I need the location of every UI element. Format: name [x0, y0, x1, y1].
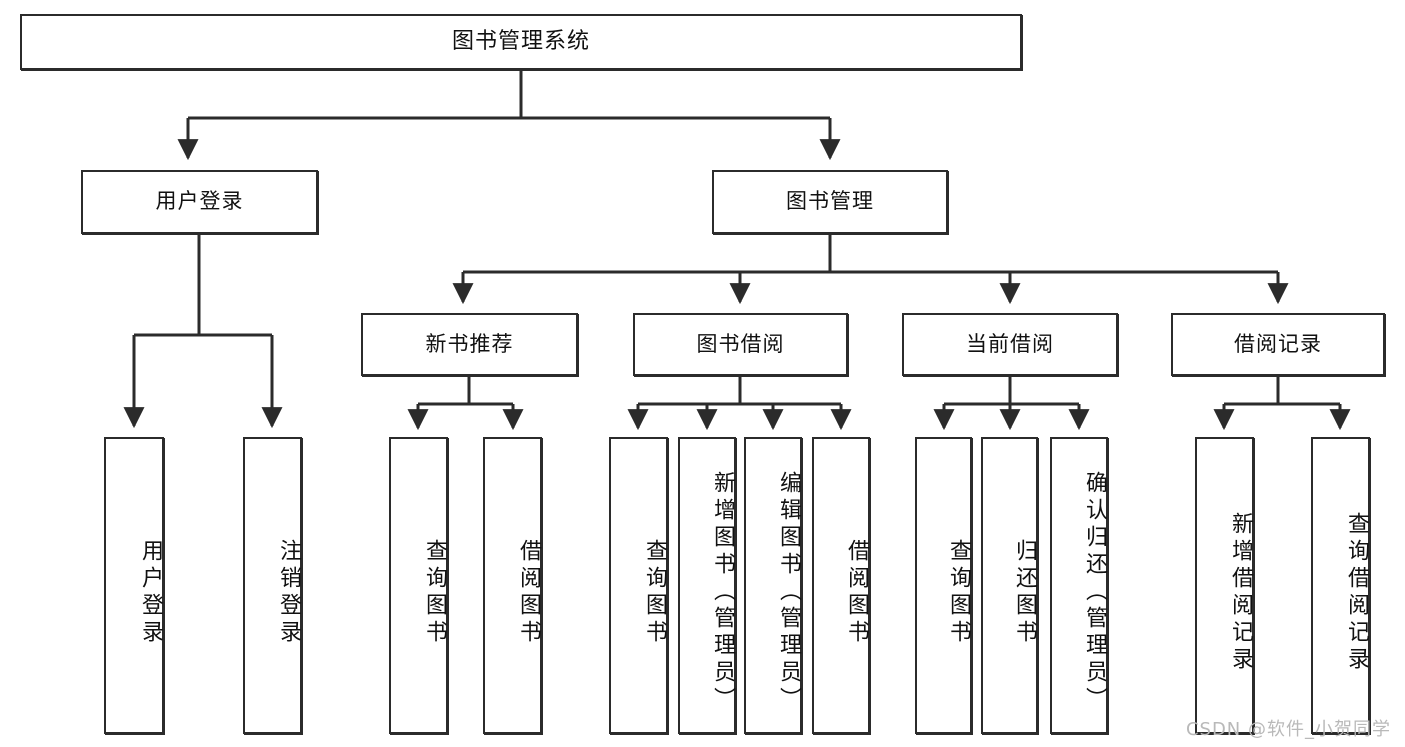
- leaf-borrow-book-2[interactable]: 借阅图书: [812, 437, 870, 734]
- leaf-label: 注销登录: [276, 538, 301, 647]
- leaf-label: 查询借阅记录: [1344, 511, 1369, 674]
- leaf-add-record[interactable]: 新增借阅记录: [1195, 437, 1254, 734]
- leaf-return-book[interactable]: 归还图书: [981, 437, 1038, 734]
- leaf-query-book-2[interactable]: 查询图书: [609, 437, 668, 734]
- leaf-borrow-book-1[interactable]: 借阅图书: [483, 437, 542, 734]
- leaf-label: 确认归还（管理员）: [1082, 471, 1107, 714]
- node-current-borrow[interactable]: 当前借阅: [902, 313, 1118, 376]
- leaf-label: 新增借阅记录: [1228, 511, 1253, 674]
- leaf-query-record[interactable]: 查询借阅记录: [1311, 437, 1370, 734]
- leaf-label: 借阅图书: [516, 538, 541, 647]
- leaf-query-book-3[interactable]: 查询图书: [915, 437, 972, 734]
- leaf-label: 编辑图书（管理员）: [776, 471, 801, 714]
- leaf-user-login[interactable]: 用户登录: [104, 437, 164, 734]
- leaf-edit-book[interactable]: 编辑图书（管理员）: [744, 437, 802, 734]
- node-new-book-recommend[interactable]: 新书推荐: [361, 313, 578, 376]
- leaf-label: 查询图书: [422, 538, 447, 647]
- leaf-label: 归还图书: [1012, 538, 1037, 647]
- leaf-add-book[interactable]: 新增图书（管理员）: [678, 437, 736, 734]
- leaf-label: 用户登录: [138, 538, 163, 647]
- csdn-watermark: CSDN @软件_小贺同学: [1185, 719, 1391, 740]
- leaf-logout-login[interactable]: 注销登录: [243, 437, 302, 734]
- leaf-label: 新增图书（管理员）: [710, 471, 735, 714]
- leaf-query-book-1[interactable]: 查询图书: [389, 437, 448, 734]
- node-book-management[interactable]: 图书管理: [712, 170, 948, 234]
- leaf-confirm-return[interactable]: 确认归还（管理员）: [1050, 437, 1108, 734]
- leaf-label: 借阅图书: [844, 538, 869, 647]
- node-user-login[interactable]: 用户登录: [81, 170, 318, 234]
- node-book-borrow[interactable]: 图书借阅: [633, 313, 848, 376]
- node-borrow-record[interactable]: 借阅记录: [1171, 313, 1385, 376]
- leaf-label: 查询图书: [946, 538, 971, 647]
- node-root-book-management-system[interactable]: 图书管理系统: [20, 14, 1022, 70]
- leaf-label: 查询图书: [642, 538, 667, 647]
